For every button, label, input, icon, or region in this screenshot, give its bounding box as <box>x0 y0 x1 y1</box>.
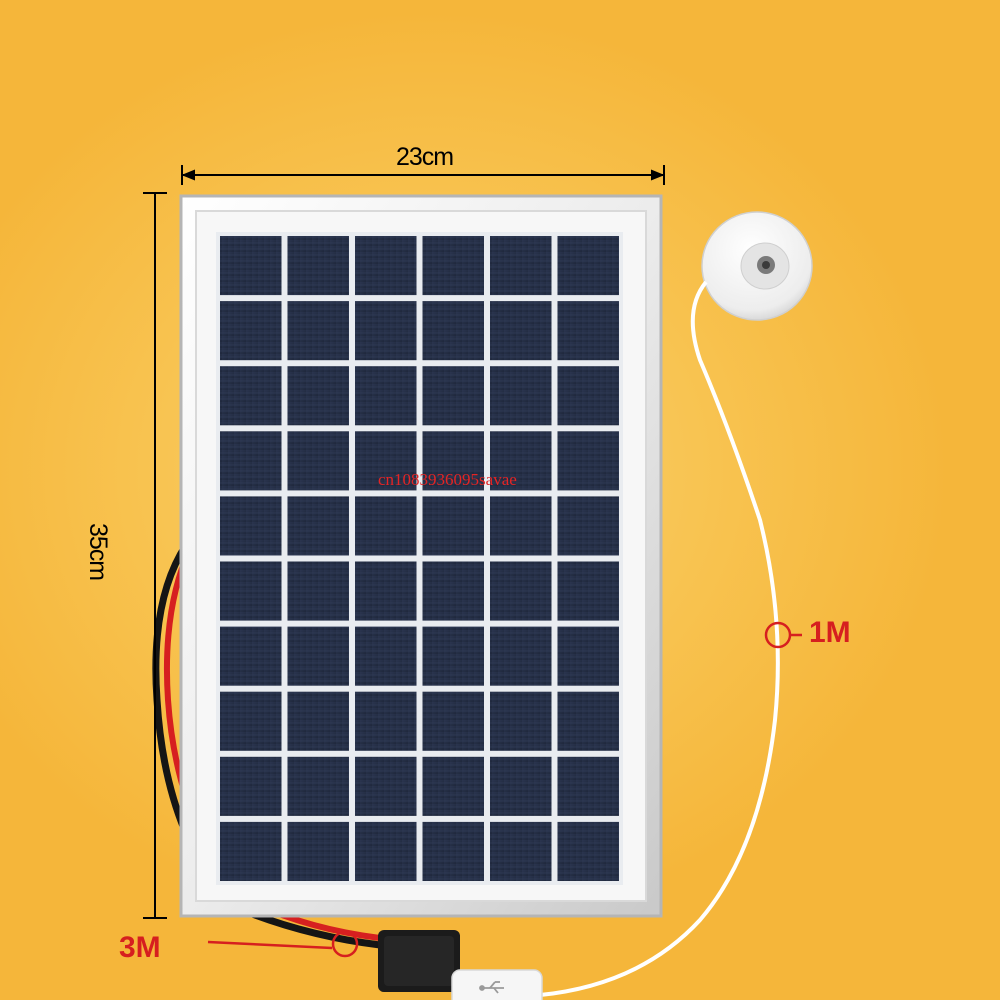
solar-panel <box>179 194 663 918</box>
panel-cable-length-label: 3M <box>119 931 161 964</box>
solar-cell <box>422 301 484 361</box>
height-dimension-line <box>143 192 167 919</box>
solar-cell <box>287 821 349 881</box>
solar-cell <box>220 561 282 621</box>
solar-cell <box>557 366 619 426</box>
solar-cell <box>287 431 349 491</box>
solar-cell <box>220 301 282 361</box>
solar-cell <box>287 561 349 621</box>
solar-cell <box>287 691 349 751</box>
solar-cell <box>490 301 552 361</box>
solar-cell <box>220 626 282 686</box>
solar-cell <box>557 756 619 816</box>
width-dimension-line <box>181 165 665 185</box>
solar-cell <box>355 431 417 491</box>
usb-humidifier <box>701 211 813 321</box>
solar-cell <box>557 236 619 296</box>
solar-cell <box>287 236 349 296</box>
solar-cell <box>355 236 417 296</box>
usb-cable <box>539 280 780 997</box>
solar-cell <box>422 626 484 686</box>
solar-cell <box>490 366 552 426</box>
solar-cell <box>422 496 484 556</box>
usb-icon <box>479 981 504 994</box>
solar-cell <box>220 366 282 426</box>
solar-cell <box>355 496 417 556</box>
solar-cell <box>422 431 484 491</box>
solar-cell <box>355 691 417 751</box>
solar-cell <box>287 756 349 816</box>
solar-cell <box>557 561 619 621</box>
panel-height-label: 35cm <box>84 523 112 581</box>
solar-cell <box>422 691 484 751</box>
solar-cell <box>557 691 619 751</box>
solar-cell <box>422 821 484 881</box>
solar-cell <box>220 756 282 816</box>
cable-1m-marker <box>764 621 802 649</box>
solar-cell <box>355 626 417 686</box>
solar-cell <box>355 821 417 881</box>
solar-cell <box>422 236 484 296</box>
solar-cell <box>490 236 552 296</box>
cable-3m-marker <box>207 930 359 958</box>
solar-cell <box>422 561 484 621</box>
solar-cell <box>220 496 282 556</box>
solar-cell <box>422 756 484 816</box>
solar-cell <box>557 301 619 361</box>
solar-cell <box>490 496 552 556</box>
panel-width-label: 23cm <box>396 143 454 171</box>
usb-male-plug <box>451 969 543 1000</box>
solar-cell <box>355 756 417 816</box>
solar-cell <box>422 366 484 426</box>
solar-cell <box>557 431 619 491</box>
solar-cell <box>490 626 552 686</box>
solar-cell <box>220 236 282 296</box>
solar-cell <box>287 366 349 426</box>
solar-cell <box>557 626 619 686</box>
solar-cell <box>490 431 552 491</box>
usb-cable-length-label: 1M <box>809 616 851 649</box>
solar-cell <box>355 561 417 621</box>
watermark: cn1083936095savae <box>378 470 517 489</box>
solar-cell <box>490 561 552 621</box>
solar-cell <box>490 821 552 881</box>
solar-cells <box>220 236 619 881</box>
solar-cell <box>490 691 552 751</box>
solar-cell <box>287 626 349 686</box>
usb-female-connector <box>378 930 460 992</box>
solar-cell <box>557 821 619 881</box>
solar-cell <box>557 496 619 556</box>
solar-cell <box>287 301 349 361</box>
solar-cell <box>355 366 417 426</box>
solar-cell <box>220 691 282 751</box>
solar-cell <box>355 301 417 361</box>
solar-cell <box>220 821 282 881</box>
solar-cell <box>490 756 552 816</box>
solar-cell <box>220 431 282 491</box>
solar-cell <box>287 496 349 556</box>
